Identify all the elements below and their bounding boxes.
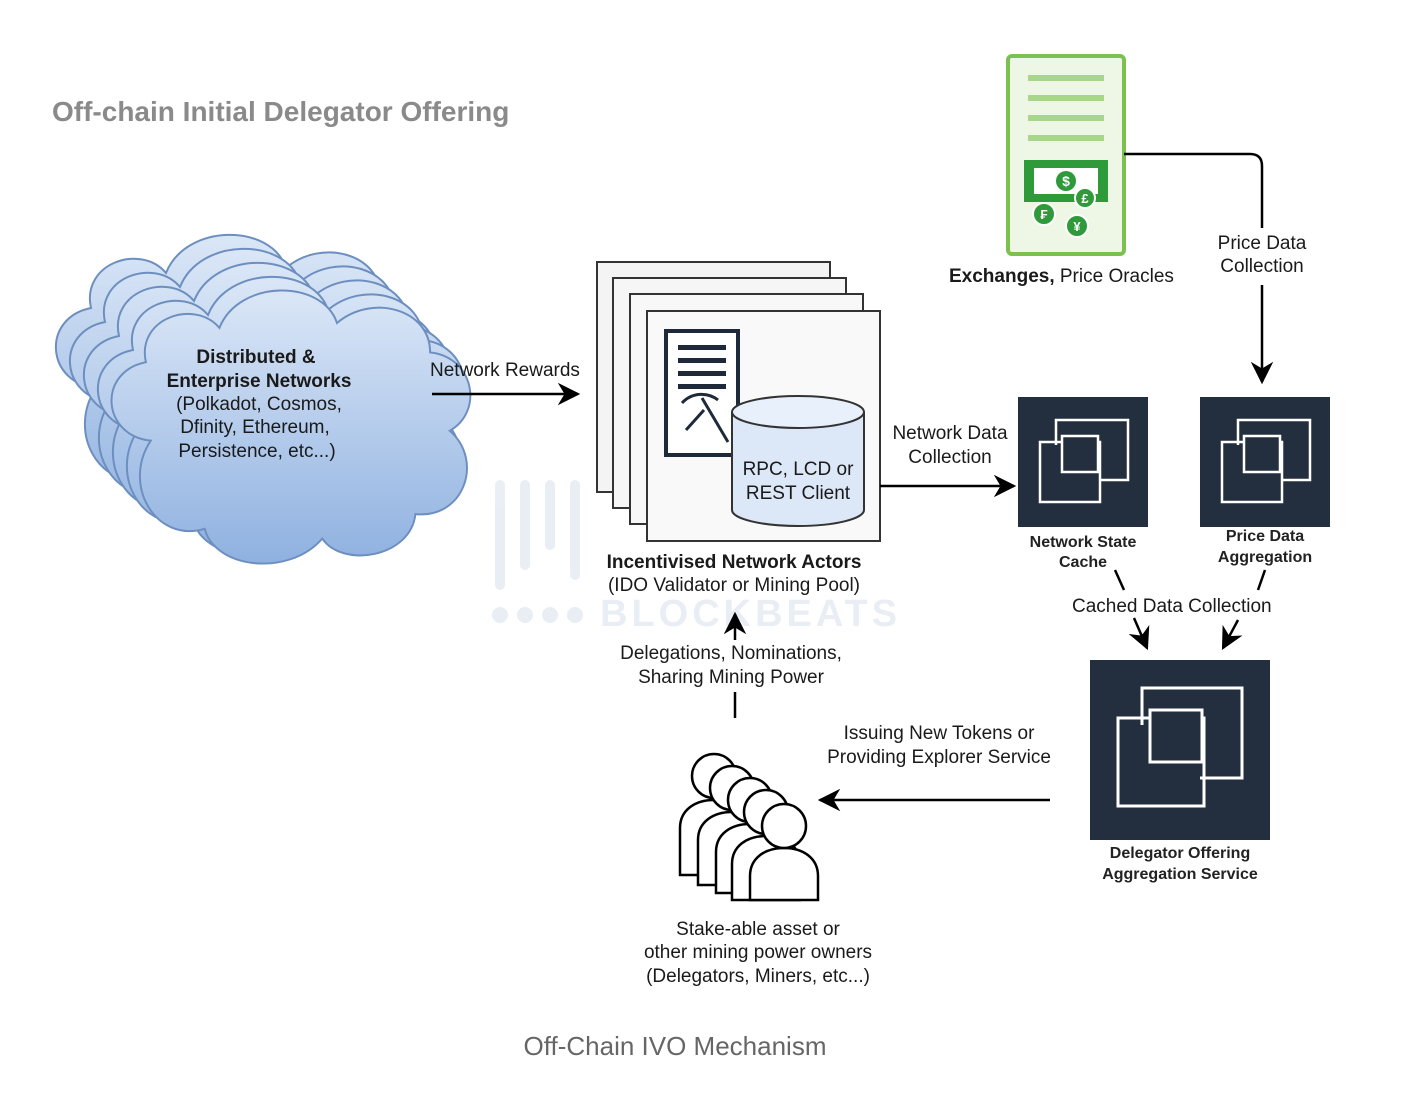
- connectors: [432, 152, 1274, 812]
- exchanges-label-bold: Exchanges,: [949, 266, 1055, 287]
- price-aggregation-box: [1200, 397, 1330, 527]
- svg-text:$: $: [1062, 173, 1070, 189]
- label-price-collection-1: Price Data: [1200, 232, 1324, 256]
- edge-price-collection: [1124, 152, 1264, 228]
- watermark-text: BLOCKBEATS: [600, 593, 901, 635]
- label-delegations-1: Delegations, Nominations,: [600, 642, 862, 666]
- offering-label-2: Aggregation Service: [1102, 866, 1258, 883]
- svg-text:¥: ¥: [1073, 219, 1081, 234]
- label-issuing-1: Issuing New Tokens or: [843, 723, 1035, 744]
- networks-line1: Distributed &: [196, 347, 316, 368]
- diagram-title: Off-chain Initial Delegator Offering: [52, 96, 510, 127]
- edge-cache-left-bottom: [1128, 617, 1150, 651]
- people-group-icon: [678, 752, 820, 902]
- price-agg-label-2: Aggregation: [1217, 549, 1313, 566]
- label-issuing-2: Providing Explorer Service: [827, 747, 1051, 768]
- actors-name: Incentivised Network Actors: [606, 552, 862, 573]
- figure-caption: Off-Chain IVO Mechanism: [523, 1031, 827, 1061]
- chip-icon: [1116, 686, 1244, 808]
- database-icon: [731, 395, 865, 527]
- delegators-line1: Stake-able asset or: [676, 919, 840, 940]
- exchanges-label: Exchanges, Price Oracles: [949, 265, 1174, 289]
- exchanges-label-rest: Price Oracles: [1054, 266, 1174, 287]
- watermark: BLOCKBEATS: [492, 480, 901, 635]
- label-network-rewards: Network Rewards: [430, 360, 580, 381]
- label-network-data-1: Network Data: [892, 423, 1008, 444]
- money-icon: $ £ ₣ ¥: [1024, 160, 1108, 238]
- delegators-line2: other mining power owners: [643, 942, 873, 963]
- network-state-box: [1018, 397, 1148, 527]
- label-cached-collection: Cached Data Collection: [1072, 596, 1272, 617]
- label-price-collection-2: Collection: [1200, 255, 1324, 279]
- offering-service-box: [1090, 660, 1270, 840]
- svg-text:₣: ₣: [1040, 207, 1047, 222]
- delegators-line3: (Delegators, Miners, etc...): [646, 966, 870, 987]
- pickaxe-icon: [680, 392, 730, 443]
- networks-line2: Enterprise Networks: [166, 371, 352, 392]
- actors-sub: (IDO Validator or Mining Pool): [607, 575, 861, 596]
- networks-line3: (Polkadot, Cosmos,: [176, 394, 342, 415]
- svg-text:£: £: [1081, 191, 1089, 206]
- chip-icon: [1038, 418, 1130, 504]
- price-agg-label-1: Price Data: [1225, 528, 1305, 545]
- edge-cache-right-bottom: [1221, 619, 1243, 650]
- offering-label-1: Delegator Offering: [1109, 845, 1251, 862]
- edge-cache-left-top: [1113, 569, 1126, 591]
- network-state-label-2: Cache: [1058, 554, 1108, 571]
- client-line1: RPC, LCD or: [742, 459, 854, 480]
- edge-cache-right-top: [1256, 569, 1267, 591]
- networks-line5: Persistence, etc...): [178, 441, 336, 462]
- chip-icon: [1220, 418, 1312, 504]
- label-delegations-2: Sharing Mining Power: [600, 666, 862, 690]
- label-network-data-2: Collection: [908, 447, 992, 468]
- networks-line4: Dfinity, Ethereum,: [180, 417, 330, 438]
- document-icon: [664, 329, 740, 457]
- client-line2: REST Client: [745, 483, 851, 504]
- network-state-label-1: Network State: [1029, 534, 1137, 551]
